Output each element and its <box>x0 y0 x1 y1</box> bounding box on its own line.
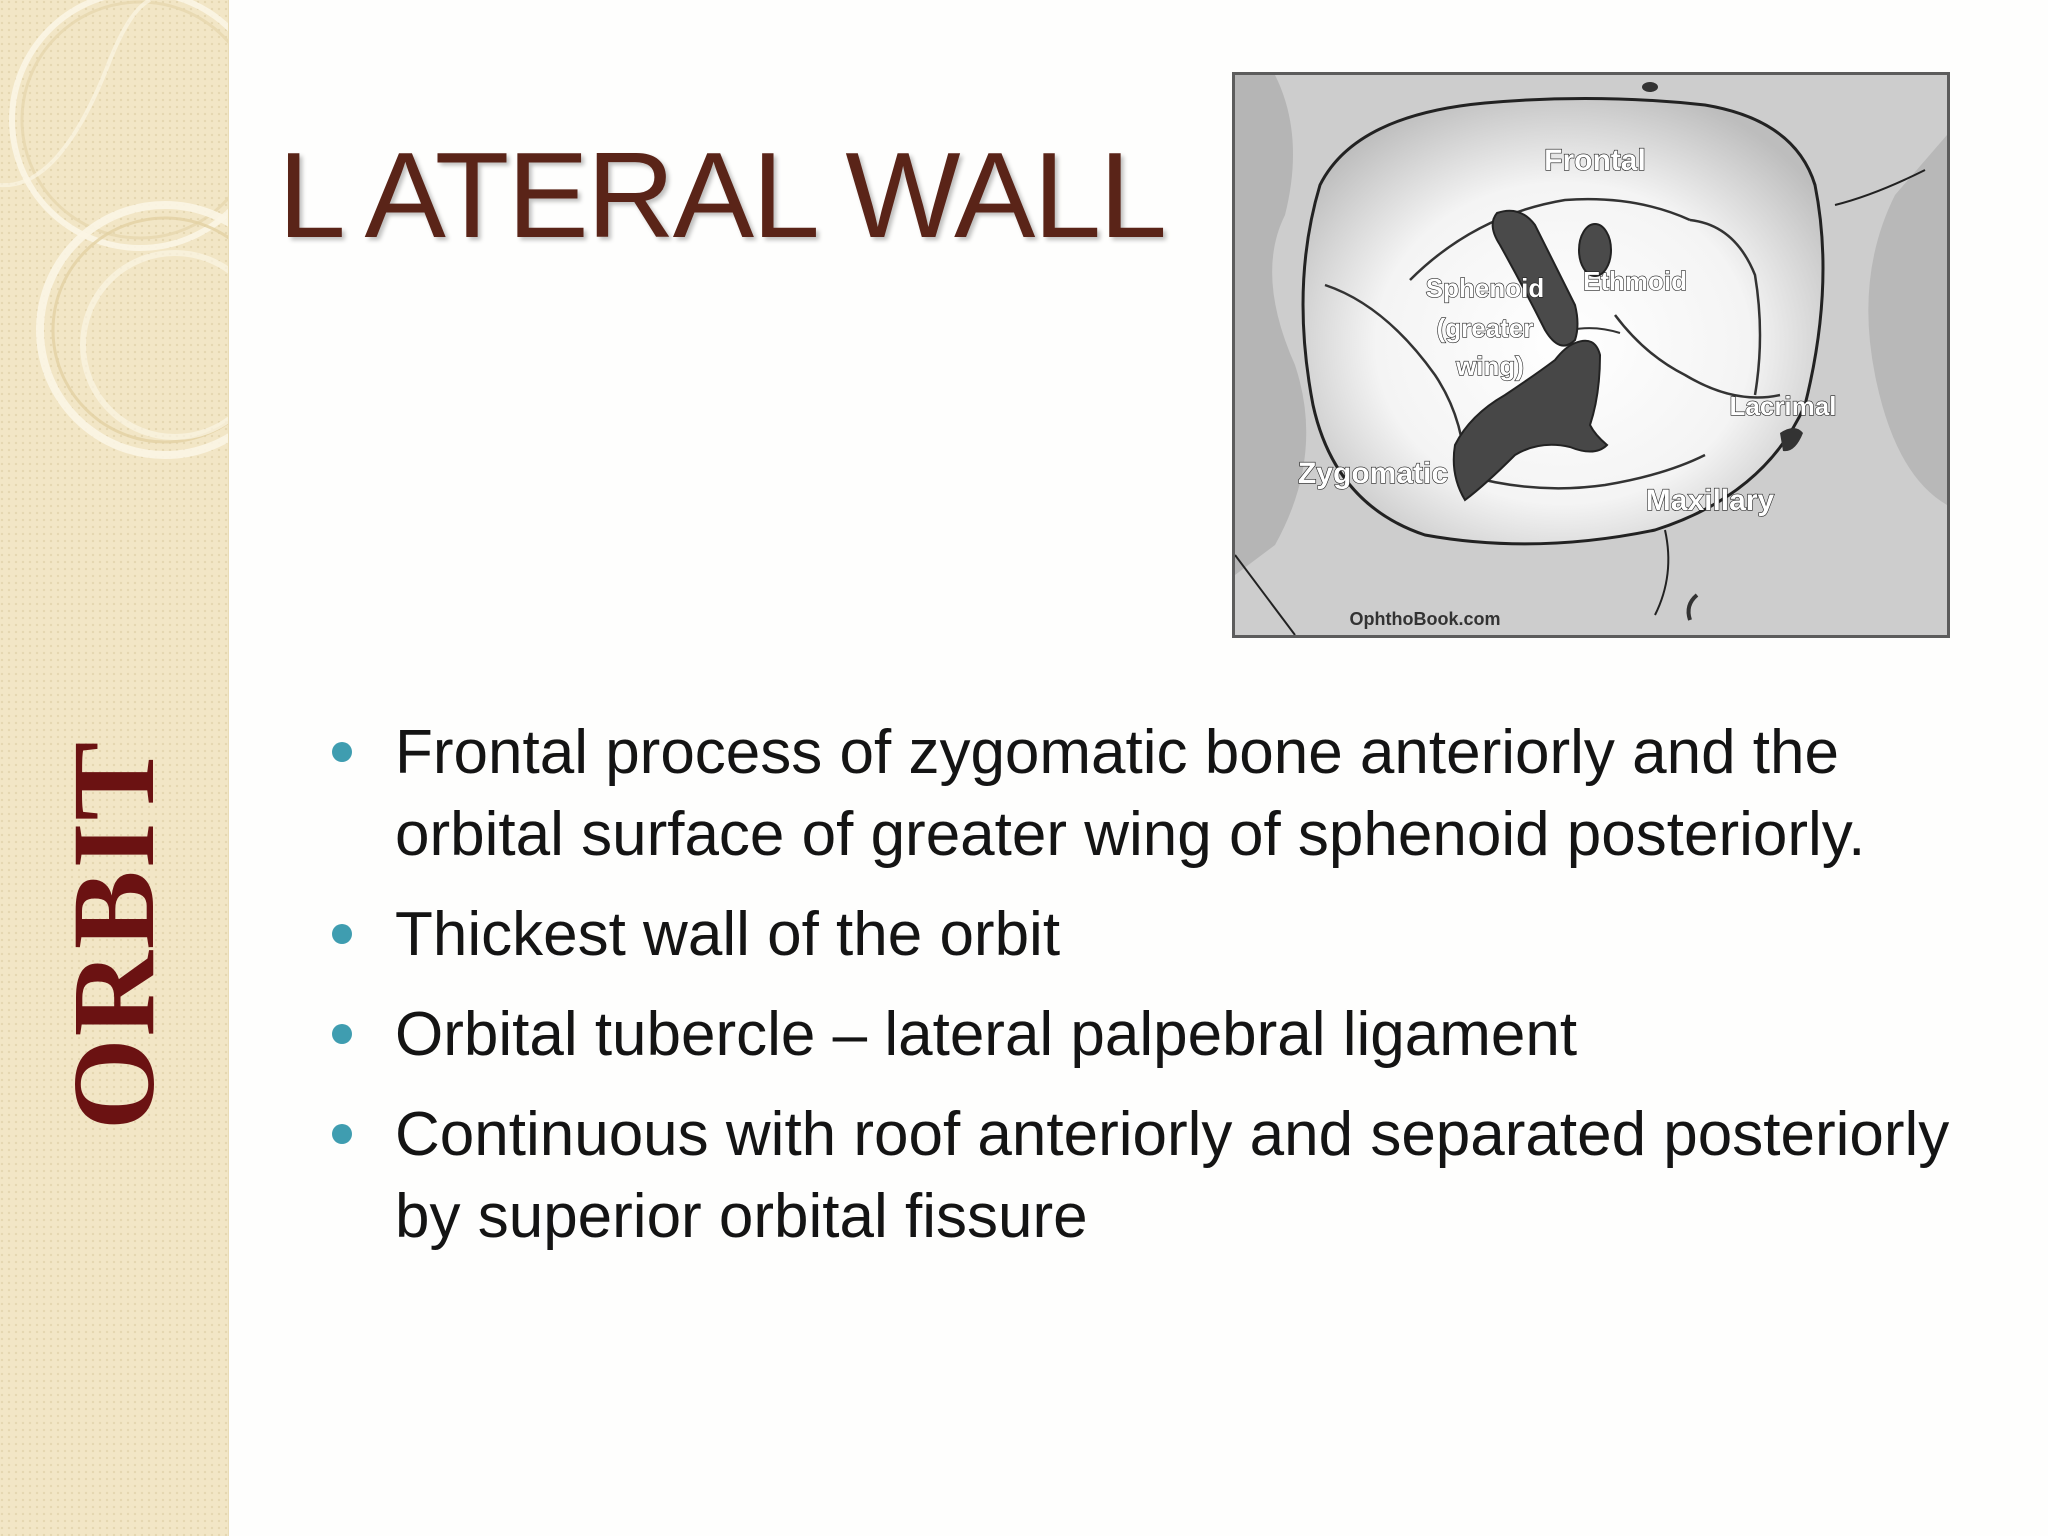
label-lacrimal: Lacrimal <box>1730 391 1837 421</box>
bullet-item: Thickest wall of the orbit <box>330 894 1950 976</box>
bullet-text: Thickest wall of the orbit <box>395 900 1061 969</box>
sidebar: ORBIT <box>0 0 229 1536</box>
bullet-marker-icon <box>332 924 352 944</box>
label-credit: OphthoBook.com <box>1350 609 1501 629</box>
bullet-marker-icon <box>332 742 352 762</box>
bullet-item: Orbital tubercle – lateral palpebral lig… <box>330 994 1950 1076</box>
bullet-text: Frontal process of zygomatic bone anteri… <box>395 718 1866 869</box>
orbit-diagram-svg: Frontal Ethmoid Sphenoid (greater wing) … <box>1235 75 1947 635</box>
bullet-item: Frontal process of zygomatic bone anteri… <box>330 712 1950 876</box>
bullet-marker-icon <box>332 1024 352 1044</box>
bullet-list: Frontal process of zygomatic bone anteri… <box>330 712 1950 1276</box>
bullet-item: Continuous with roof anteriorly and sepa… <box>330 1094 1950 1258</box>
label-sphenoid-3: wing) <box>1455 351 1524 381</box>
slide-title: L ATERAL WALL <box>278 127 1167 263</box>
orbit-diagram: Frontal Ethmoid Sphenoid (greater wing) … <box>1232 72 1950 638</box>
bullet-text: Continuous with roof anteriorly and sepa… <box>395 1100 1950 1251</box>
bullet-marker-icon <box>332 1124 352 1144</box>
sidebar-title: ORBIT <box>48 739 179 1131</box>
sidebar-circles-decoration <box>0 0 228 459</box>
label-sphenoid-1: Sphenoid <box>1426 273 1544 303</box>
label-zygomatic: Zygomatic <box>1298 457 1448 490</box>
label-sphenoid-2: (greater <box>1437 313 1534 343</box>
label-ethmoid: Ethmoid <box>1583 266 1687 296</box>
bullet-text: Orbital tubercle – lateral palpebral lig… <box>395 1000 1578 1069</box>
label-frontal: Frontal <box>1544 144 1646 177</box>
label-maxillary: Maxillary <box>1646 484 1775 517</box>
